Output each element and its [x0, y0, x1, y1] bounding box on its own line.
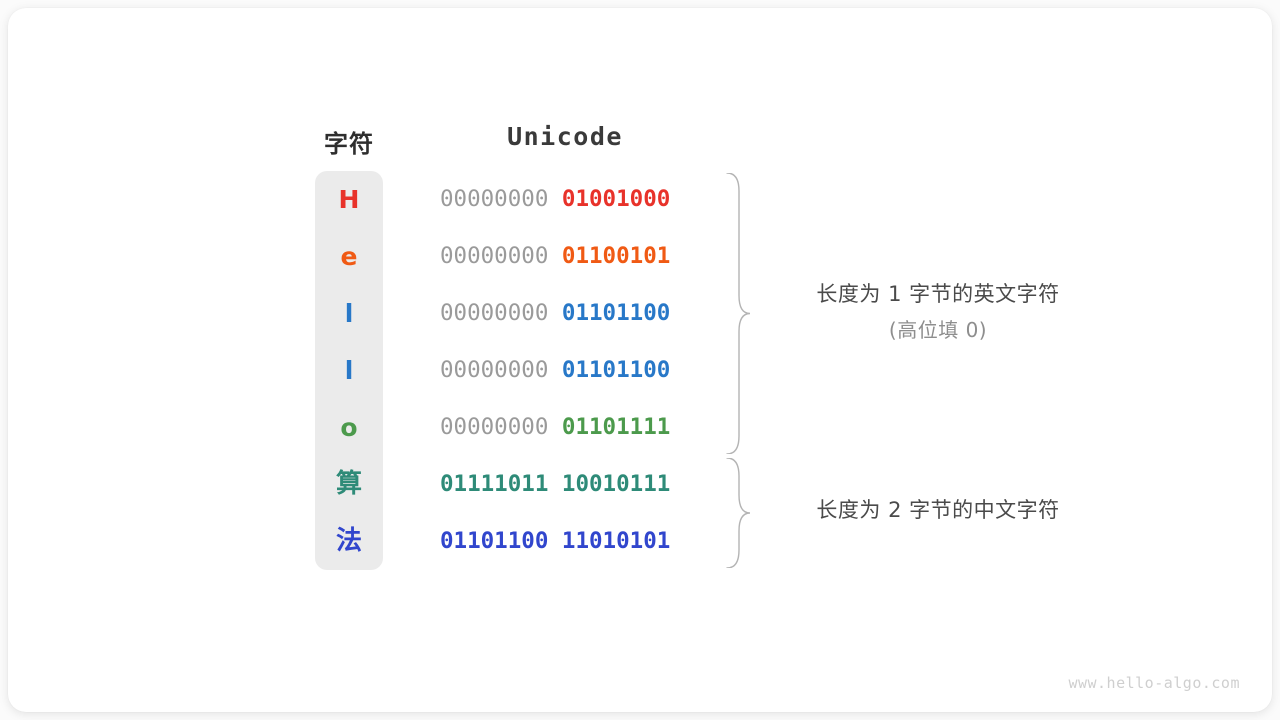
character-cell: o: [340, 413, 358, 442]
character-cell: 算: [335, 469, 362, 499]
annotation-one-byte: 长度为 1 字节的英文字符 (高位填 0): [768, 276, 1108, 348]
binary-byte-separator: [548, 300, 562, 326]
character-cell: 法: [335, 526, 362, 556]
binary-row: 00000000 01100101: [440, 228, 696, 285]
binary-high-byte: 00000000: [440, 357, 549, 383]
binary-low-byte: 01100101: [561, 243, 671, 269]
character-cell: e: [340, 242, 358, 271]
binary-low-byte: 01101100: [561, 357, 671, 383]
binary-high-byte: 01111011: [440, 471, 549, 497]
binary-high-byte: 00000000: [440, 243, 549, 269]
binary-byte-separator: [548, 186, 562, 212]
group-brace: [726, 458, 751, 568]
binary-high-byte: 00000000: [440, 300, 549, 326]
annotation-one-byte-main: 长度为 1 字节的英文字符: [816, 282, 1060, 306]
binary-low-byte: 10010111: [561, 471, 671, 497]
binary-row: 00000000 01101100: [440, 342, 696, 399]
column-header-unicode: Unicode: [507, 122, 623, 151]
group-brace: [726, 173, 751, 454]
brace-path: [726, 173, 751, 454]
character-cell: l: [344, 299, 354, 328]
binary-row: 00000000 01001000: [440, 171, 696, 228]
column-header-character: 字符: [324, 131, 374, 158]
annotation-one-byte-sub: (高位填 0): [888, 318, 988, 342]
binary-byte-separator: [548, 414, 562, 440]
binary-high-byte: 00000000: [440, 414, 549, 440]
binary-low-byte: 01001000: [561, 186, 671, 212]
binary-row: 00000000 01101111: [440, 399, 696, 456]
binary-byte-separator: [548, 357, 562, 383]
annotation-two-byte: 长度为 2 字节的中文字符: [768, 494, 1108, 526]
annotation-two-byte-main: 长度为 2 字节的中文字符: [816, 498, 1060, 522]
binary-low-byte: 01101111: [561, 414, 671, 440]
binary-row: 01101100 11010101: [440, 513, 696, 570]
character-column-background: [315, 171, 383, 570]
binary-low-byte: 01101100: [561, 300, 671, 326]
brace-path: [726, 458, 751, 568]
binary-row: 00000000 01101100: [440, 285, 696, 342]
binary-byte-separator: [548, 471, 562, 497]
character-cell: H: [338, 185, 360, 214]
binary-high-byte: 01101100: [440, 528, 549, 554]
site-watermark: www.hello-algo.com: [1068, 674, 1240, 692]
character-cell: l: [344, 356, 354, 385]
binary-high-byte: 00000000: [440, 186, 549, 212]
binary-row: 01111011 10010111: [440, 456, 696, 513]
binary-byte-separator: [548, 243, 562, 269]
binary-low-byte: 11010101: [561, 528, 671, 554]
diagram-card: 字符 Unicode H 00000000 01001000 e 00000000 0…: [8, 8, 1272, 712]
binary-byte-separator: [548, 528, 562, 554]
